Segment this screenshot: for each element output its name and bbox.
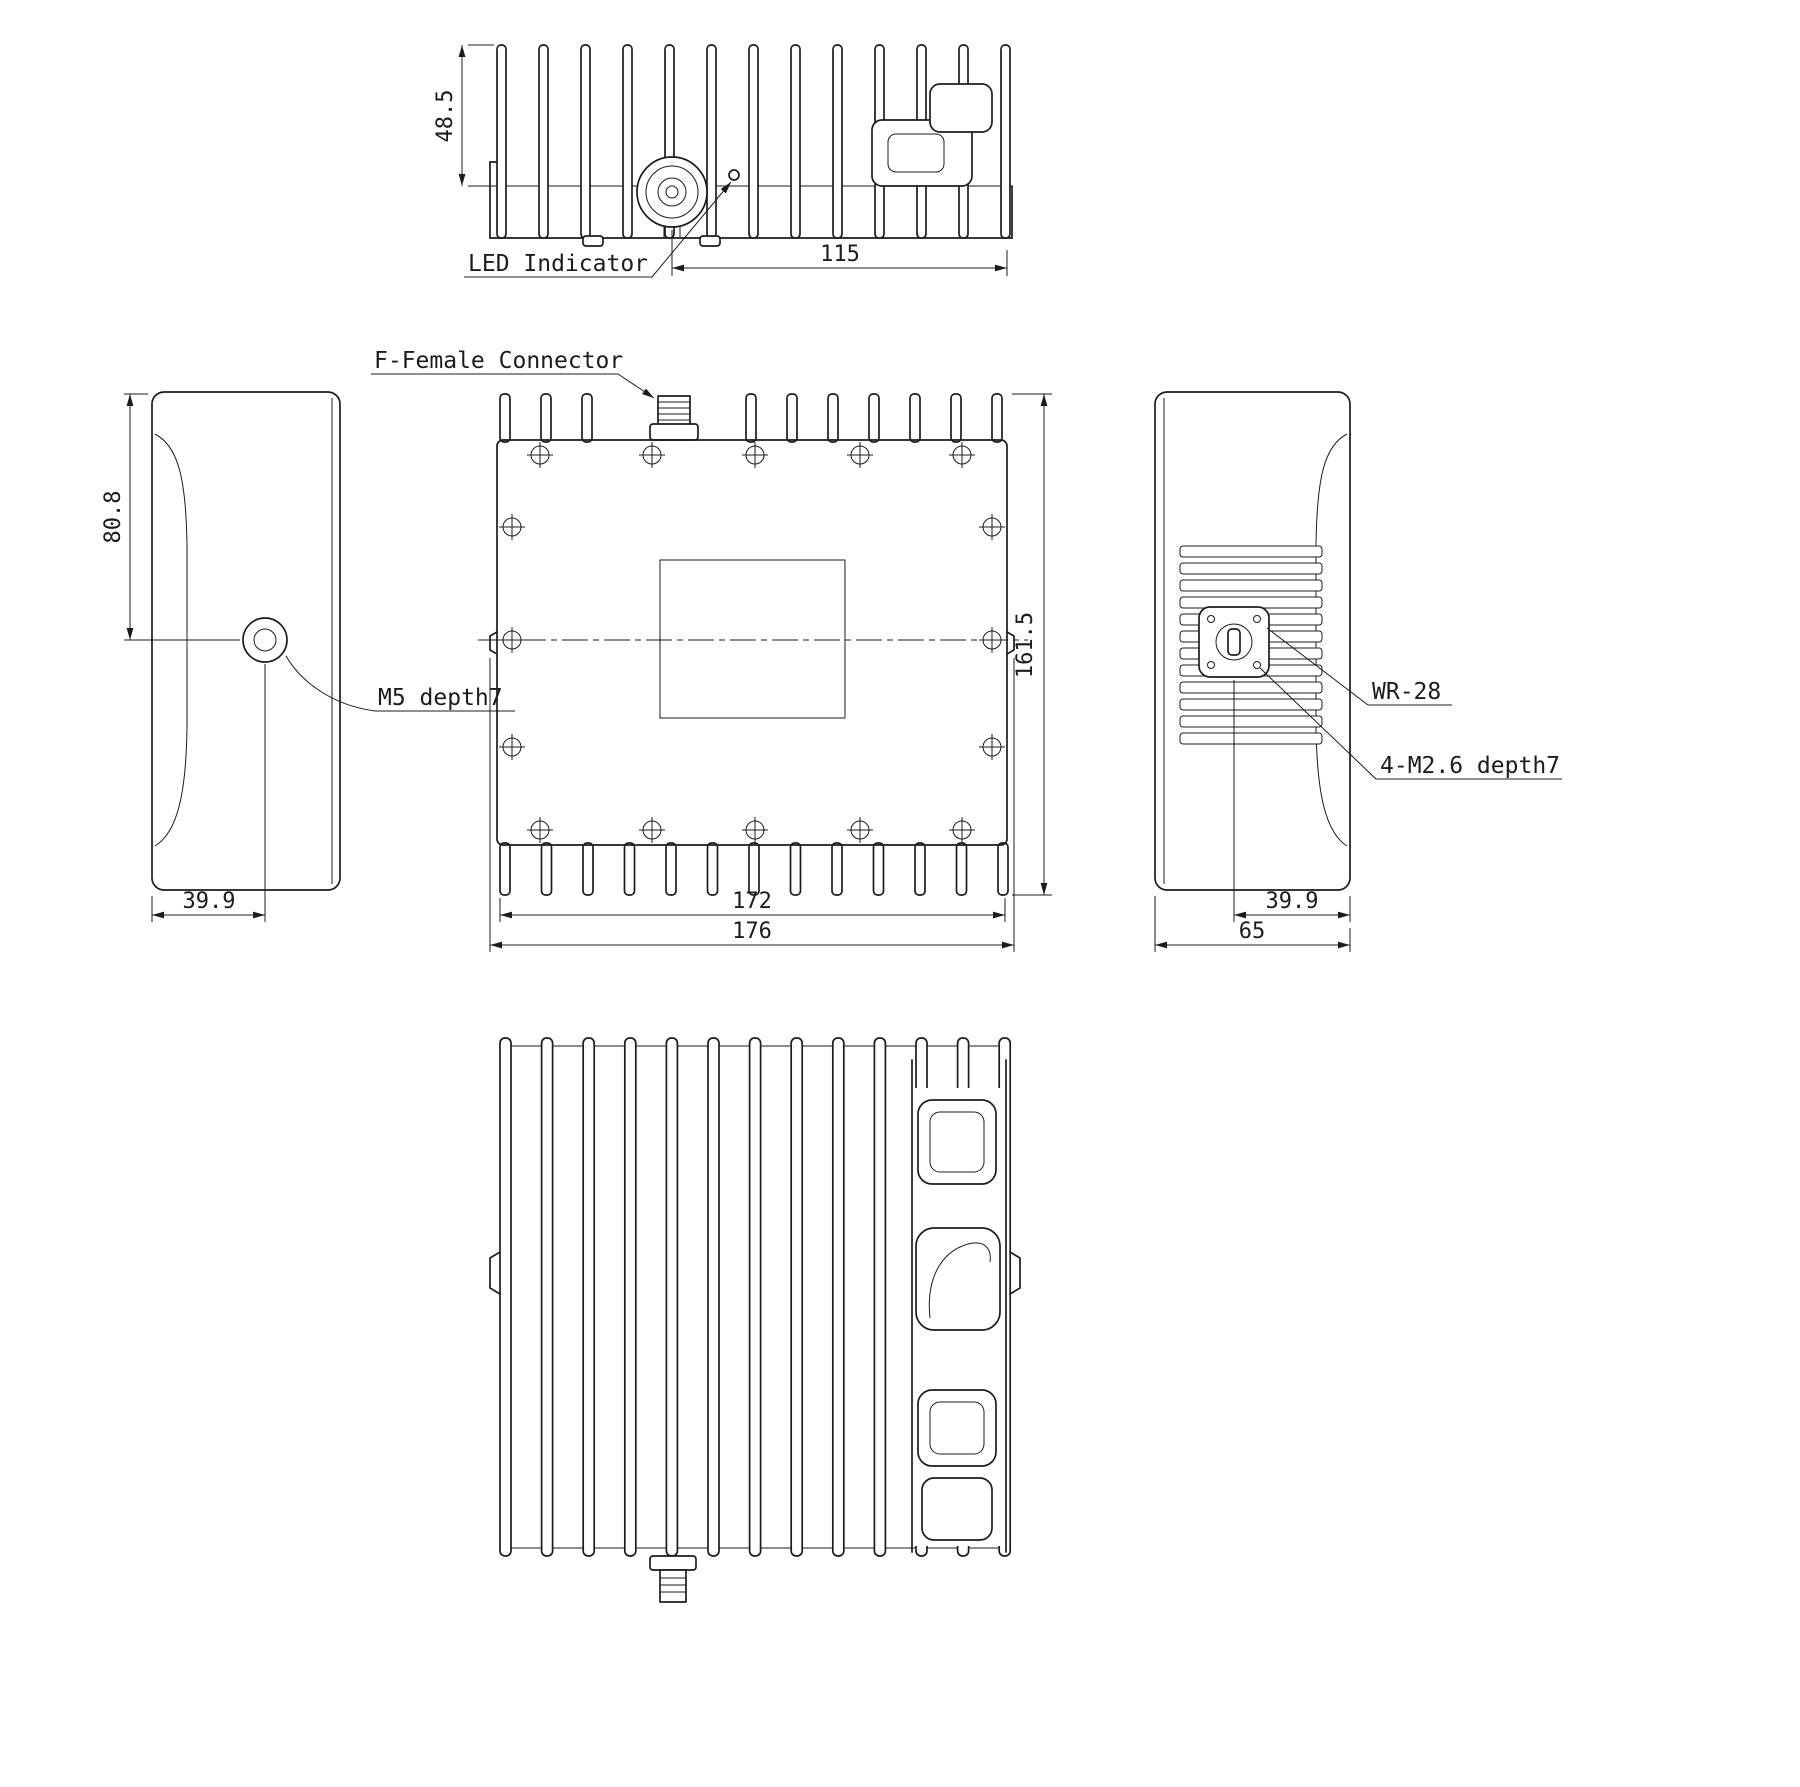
front-view-dimensions: 161.5 172 176 F-Female Connector	[371, 348, 1052, 952]
f-connector-bottom	[649, 1555, 697, 1603]
bottom-fin-row	[499, 842, 1009, 896]
f-connector-side	[636, 156, 708, 238]
foot-left	[582, 235, 604, 247]
led-leader-line	[651, 181, 732, 278]
m5-hole-outer	[242, 617, 288, 663]
waveguide-aperture	[1227, 628, 1241, 656]
wr28-flange	[1198, 606, 1270, 678]
dim-overall-width: 176	[732, 919, 772, 944]
din-clip-top	[917, 1099, 997, 1185]
f-connector-front	[649, 395, 699, 441]
m5-label: M5 depth7	[378, 685, 503, 711]
wr28-leader-line	[1266, 627, 1369, 706]
led-indicator-dot	[728, 169, 740, 181]
top-fin-row-left	[499, 393, 593, 443]
right-tab	[1009, 1251, 1021, 1295]
connector-leader-line	[617, 373, 655, 399]
front-plate	[496, 439, 1008, 846]
right-side-view: WR-28 4-M2.6 depth7 39.9 65	[1154, 391, 1562, 952]
din-clip-mid	[917, 1389, 997, 1467]
dim-center-to-edge: 39.9	[1266, 889, 1319, 914]
right-view-dimensions: WR-28 4-M2.6 depth7 39.9 65	[1154, 627, 1562, 952]
dim-overall-height: 161.5	[1013, 612, 1038, 678]
dim-body-width: 172	[732, 889, 772, 914]
f-female-connector-label: F-Female Connector	[374, 348, 623, 374]
foot-right	[699, 235, 721, 247]
top-fin-row-right	[745, 393, 1003, 443]
left-side-view: 80.8 39.9 M5 depth7	[101, 391, 515, 922]
dim-fin-height: 48.5	[433, 90, 458, 143]
left-tab	[489, 1251, 501, 1295]
left-notch	[489, 631, 498, 655]
m5-hole-inner	[253, 628, 277, 652]
dim-connector-to-edge: 115	[820, 242, 860, 267]
label-recess	[659, 559, 846, 719]
front-view: 161.5 172 176 F-Female Connector	[371, 348, 1052, 952]
bottom-view	[489, 1037, 1021, 1603]
wr28-label: WR-28	[1372, 679, 1441, 705]
dim-right-overall-width: 65	[1239, 919, 1266, 944]
m5-leader-line	[285, 655, 376, 712]
flange-screws-label: 4-M2.6 depth7	[1380, 753, 1560, 779]
right-notch	[1006, 631, 1015, 655]
left-view-dimensions: 80.8 39.9 M5 depth7	[101, 393, 515, 922]
dim-edge-to-hole: 39.9	[183, 889, 236, 914]
flange-screws-leader-line	[1259, 667, 1377, 780]
din-clip-bottom	[921, 1477, 993, 1541]
dim-top-to-hole: 80.8	[101, 491, 126, 544]
din-clip-spring	[915, 1227, 1001, 1331]
top-view-dimensions: 48.5 115 LED Indicator	[433, 44, 1008, 278]
clip-block-top-view	[871, 83, 993, 187]
cover-screws	[499, 442, 1005, 843]
led-indicator-label: LED Indicator	[468, 251, 648, 277]
top-view: 48.5 115 LED Indicator	[433, 44, 1013, 278]
